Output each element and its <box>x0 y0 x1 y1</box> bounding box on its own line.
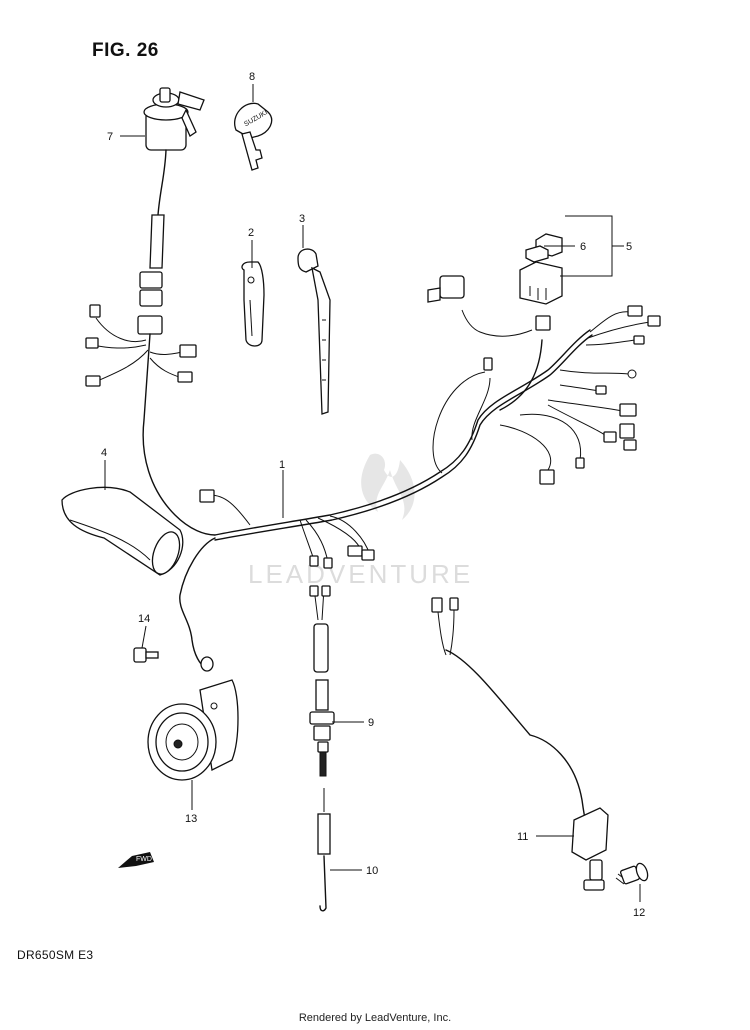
callout-13: 13 <box>185 813 197 825</box>
callout-7: 7 <box>107 131 113 143</box>
figure-title: FIG. 26 <box>92 40 159 61</box>
horn-bolt[interactable] <box>133 647 159 663</box>
switch-screw[interactable] <box>615 862 650 885</box>
switch-sensor[interactable] <box>309 585 335 777</box>
forward-direction-arrow: FWD <box>118 852 154 868</box>
callout-9: 9 <box>368 717 374 729</box>
callout-numbers: 1 2 3 4 5 6 7 8 9 10 11 12 13 14 <box>101 71 645 919</box>
ignition-switch[interactable] <box>85 87 216 536</box>
callout-14: 14 <box>138 613 150 625</box>
main-wiring-harness[interactable] <box>179 275 661 672</box>
callout-11: 11 <box>517 831 528 843</box>
callout-8: 8 <box>249 71 255 83</box>
callout-1: 1 <box>279 459 285 471</box>
sidestand-switch[interactable] <box>431 597 609 891</box>
callout-12: 12 <box>633 907 645 919</box>
callout-leaders <box>104 84 641 902</box>
model-code: DR650SM E3 <box>17 948 94 962</box>
callout-2: 2 <box>248 227 254 239</box>
horn[interactable] <box>147 679 239 781</box>
harness-bracket[interactable] <box>241 261 265 347</box>
callout-5: 5 <box>626 241 632 253</box>
watermark-text: LEADVENTURE <box>248 559 473 589</box>
switch-spring[interactable] <box>317 788 331 912</box>
callout-10: 10 <box>366 865 378 877</box>
ignition-key[interactable]: SUZUKI <box>234 102 273 171</box>
callout-4: 4 <box>101 447 107 459</box>
harness-protector[interactable] <box>61 486 185 577</box>
watermark: LEADVENTURE <box>248 453 473 589</box>
relay-fuse-assembly[interactable] <box>519 233 563 305</box>
footer-credit: Rendered by LeadVenture, Inc. <box>298 1012 452 1024</box>
callout-6: 6 <box>580 241 586 253</box>
clamp-band[interactable] <box>297 248 331 415</box>
fwd-label: FWD <box>136 856 152 863</box>
callout-3: 3 <box>299 213 305 225</box>
